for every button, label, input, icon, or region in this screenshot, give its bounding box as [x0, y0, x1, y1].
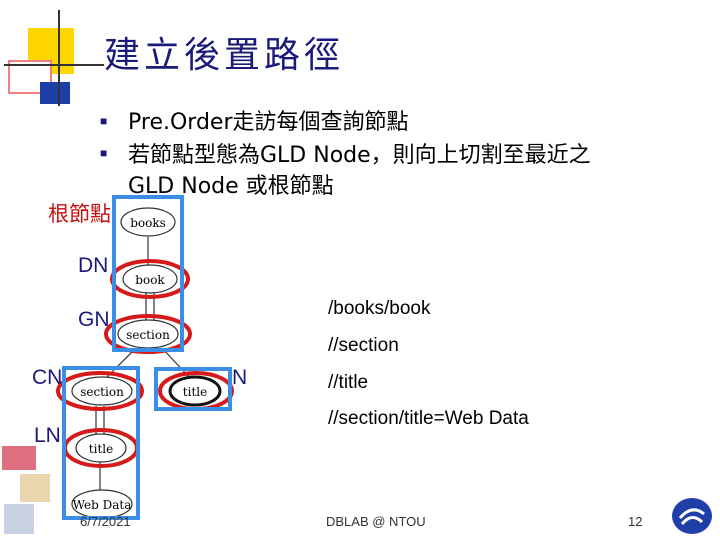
ln-label: LN: [34, 424, 61, 447]
decor-vertical-line: [58, 10, 60, 106]
logo-block-gold: [20, 474, 50, 502]
bullet-text: GLD Node 或根節點: [128, 174, 334, 199]
page-number: 12: [628, 514, 643, 529]
xpath-section: //section: [328, 335, 399, 356]
dn-label: DN: [78, 254, 109, 277]
blue-box-root-path: [112, 195, 184, 352]
node-section-left: [71, 376, 133, 406]
xpath-section-title: //section/title=Web Data: [328, 408, 529, 429]
node-books-label: books: [130, 216, 166, 230]
decor-square-blue: [40, 82, 70, 104]
bullet-marker-icon: ■: [100, 114, 108, 128]
node-books: [120, 207, 176, 237]
node-title-right: [168, 375, 222, 407]
bullet-marker-icon: ■: [100, 146, 108, 160]
node-title-right-label: title: [183, 385, 207, 399]
blue-highlights: [62, 195, 232, 520]
logo-block-red: [2, 446, 36, 470]
xpath-title: //title: [328, 372, 369, 393]
cn-label: CN: [32, 366, 63, 389]
node-title-left: [75, 433, 127, 463]
decor-horizontal-line: [4, 64, 104, 66]
node-section-left-label: section: [80, 385, 124, 399]
node-title-left-label: title: [89, 442, 113, 456]
bullet-text: 若節點型態為GLD Node，則向上切割至最近之: [128, 143, 591, 168]
lab-logo-strip: [2, 446, 50, 534]
bullet-text: Pre.Order走訪每個查詢節點: [128, 110, 409, 135]
slide-title: 建立後置路徑: [104, 35, 345, 76]
node-book: [122, 264, 178, 294]
logo-block-blue: [4, 504, 34, 534]
blue-box-title-right: [154, 367, 232, 411]
red-ring-section-left: [56, 371, 144, 411]
root-node-label: 根節點: [48, 203, 111, 226]
node-webdata-label: Web Data: [73, 498, 132, 512]
footer-date: 6/7/2021: [80, 514, 131, 529]
node-section-mid-label: section: [126, 328, 170, 342]
n-label: N: [232, 366, 248, 389]
gn-label: GN: [78, 308, 110, 331]
university-logo-icon: [672, 498, 712, 534]
xpath-books-book: /books/book: [328, 298, 431, 319]
blue-box-left-path: [62, 366, 140, 520]
footer-center: DBLAB @ NTOU: [326, 514, 426, 529]
node-book-label: book: [135, 273, 165, 287]
